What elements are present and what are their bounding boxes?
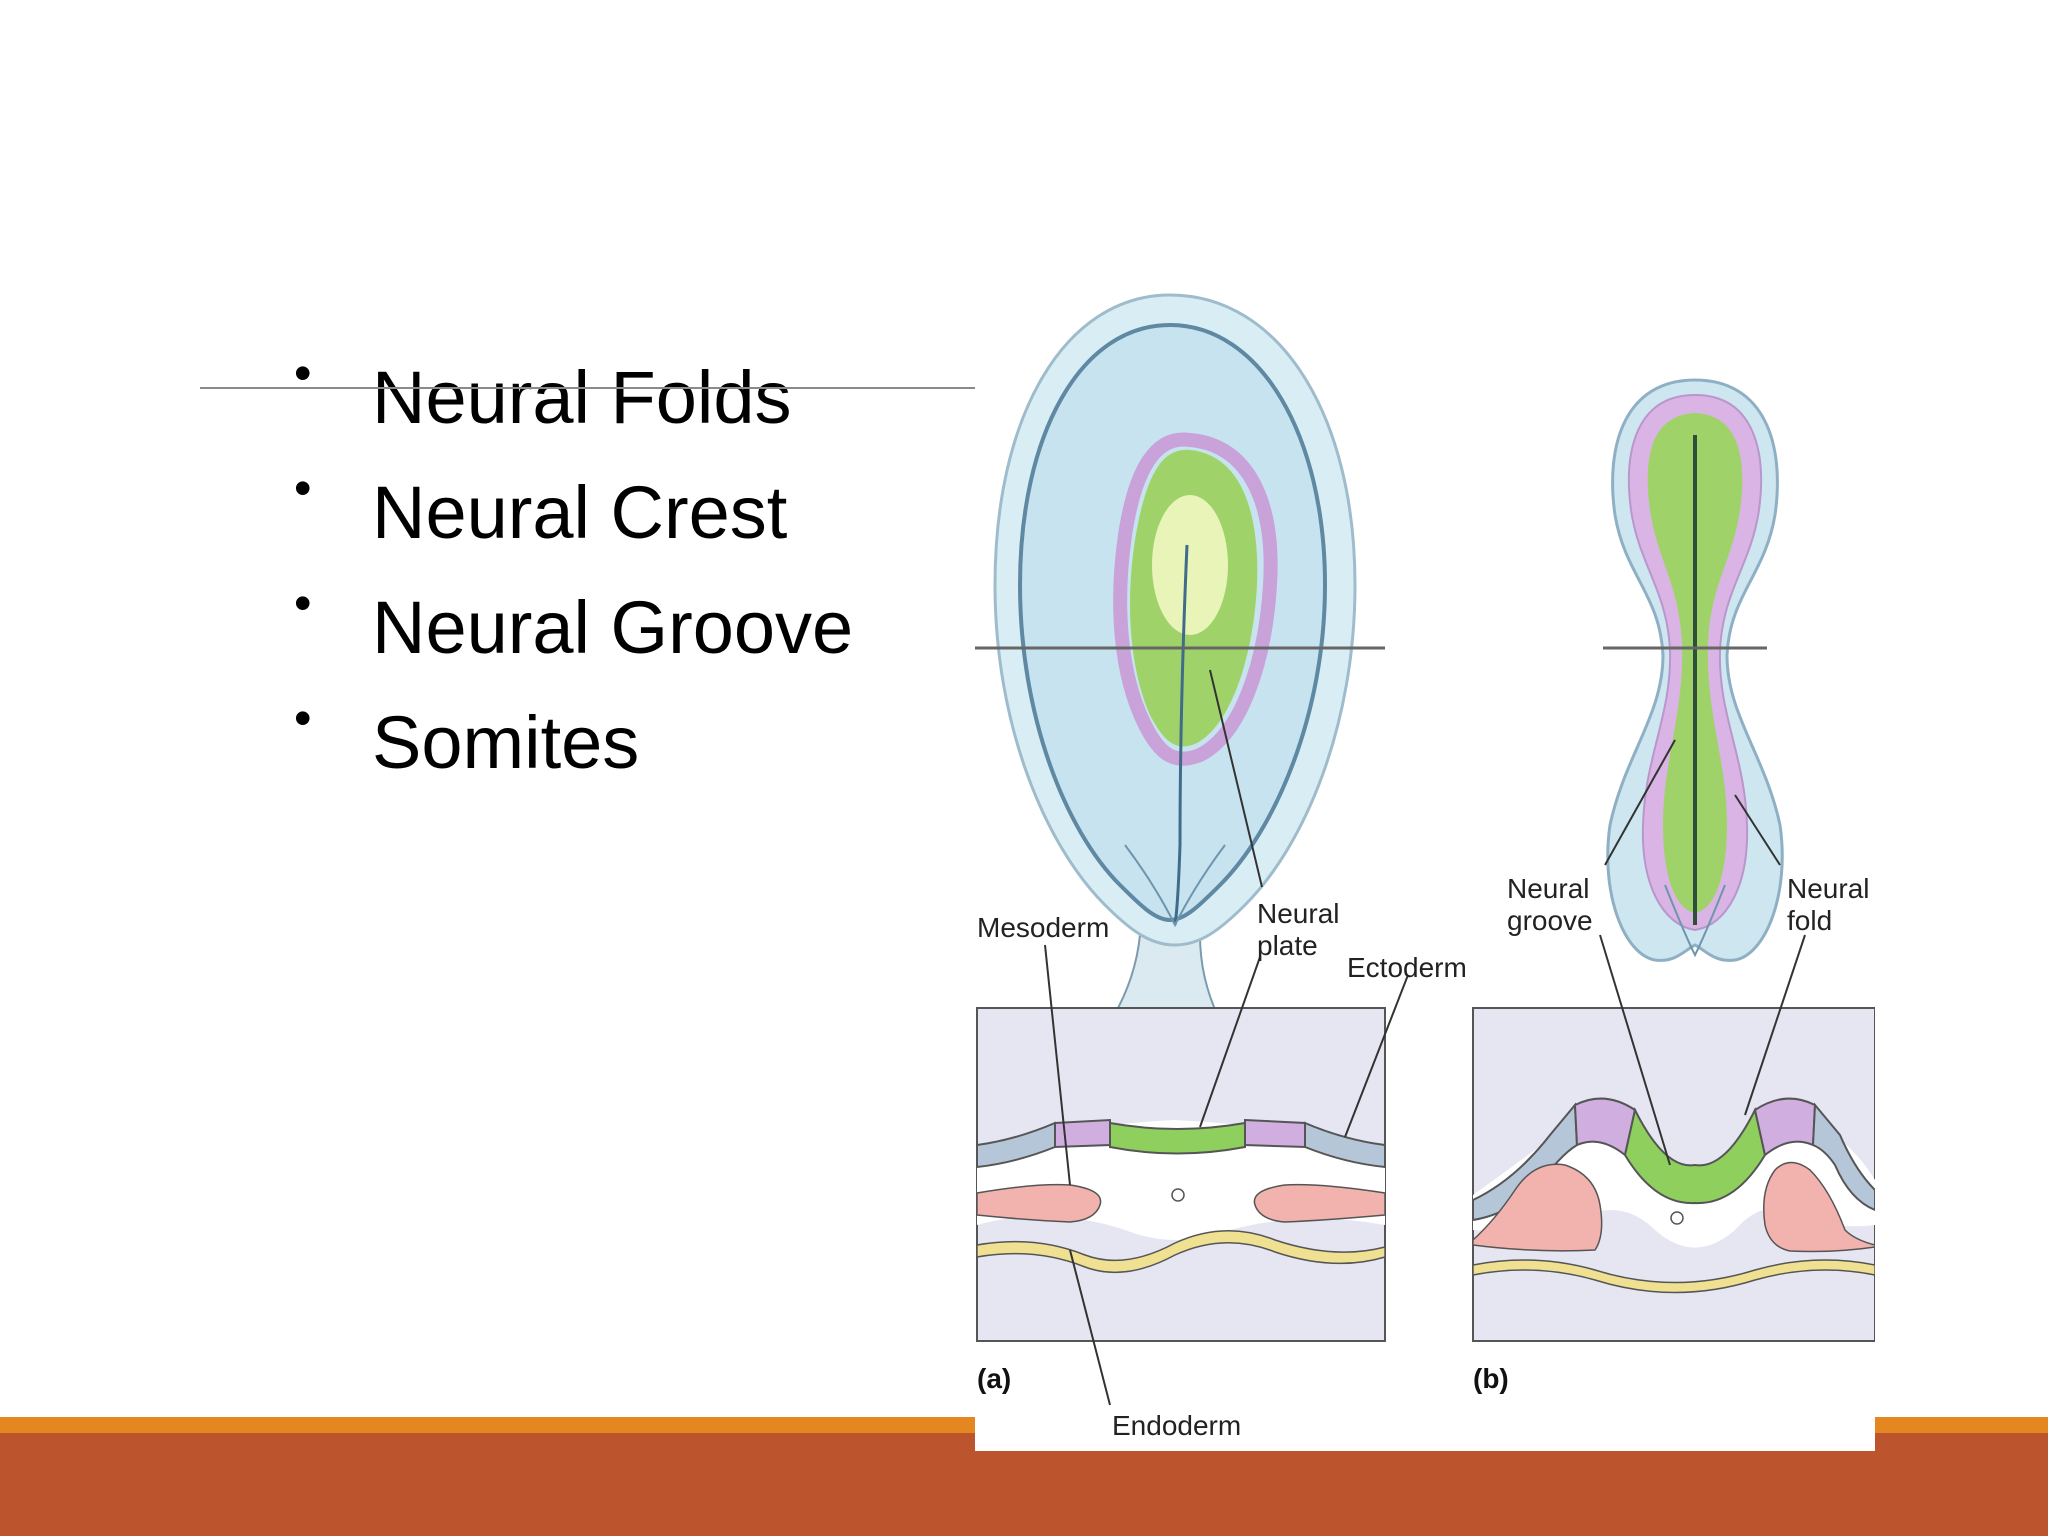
leader-groove-bottom [1599, 934, 1671, 1166]
embryo-a-plate-highlight [1152, 495, 1228, 635]
bullet-list: • Neural Folds • Neural Crest • Neural Groo… [280, 340, 853, 800]
leader-mesoderm [1044, 944, 1071, 1186]
panel-label-a: (a) [977, 1363, 1011, 1394]
leader-fold-bottom [1744, 934, 1806, 1116]
bullet-dot: • [294, 345, 312, 401]
section-a-mesoderm-left [976, 1183, 1102, 1223]
section-b-notochord [1670, 1211, 1684, 1225]
embryo-a-midline [1173, 544, 1189, 926]
label-ectoderm: Ectoderm [1347, 952, 1467, 983]
bullet-text: Somites [372, 701, 640, 784]
leader-endoderm [1069, 1249, 1111, 1406]
bullet-dot: • [294, 460, 312, 516]
bullet-text: Neural Folds [372, 356, 792, 439]
leader-neural-plate-top [1209, 669, 1263, 888]
embryo-b-caudal-fold [1664, 884, 1726, 958]
neurulation-figure: Mesoderm Neural plate Ectoderm Neural gr… [975, 285, 1875, 1451]
bullet-dot: • [294, 575, 312, 631]
embryo-a [993, 293, 1357, 1031]
leader-lines [1044, 669, 1806, 1406]
label-neural-fold-line2: fold [1787, 905, 1832, 936]
label-neural-fold-line1: Neural [1787, 873, 1869, 904]
section-a-ectoderm-right [1304, 1121, 1386, 1169]
label-neural-groove-line1: Neural [1507, 873, 1589, 904]
leader-groove-top [1604, 739, 1676, 866]
bullet-item: • Neural Crest [280, 455, 853, 570]
section-a-crest-right [1244, 1118, 1306, 1149]
neurulation-diagram: Mesoderm Neural plate Ectoderm Neural gr… [975, 293, 1875, 1441]
embryo-b [1606, 378, 1784, 962]
cross-section-b [1472, 1007, 1875, 1342]
bullet-item: • Neural Groove [280, 570, 853, 685]
section-a-notochord [1171, 1188, 1185, 1202]
label-mesoderm: Mesoderm [977, 912, 1109, 943]
cross-section-a [976, 1007, 1386, 1342]
section-b-mesoderm-left [1472, 1163, 1603, 1252]
section-a-endoderm [976, 1229, 1386, 1274]
leader-neural-plate-bottom [1199, 956, 1261, 1128]
bullet-text: Neural Crest [372, 471, 788, 554]
embryo-a-caudal-fold [1124, 844, 1226, 928]
section-a-mesoderm-right [1253, 1183, 1386, 1223]
label-neural-plate-line1: Neural [1257, 898, 1339, 929]
panel-label-b: (b) [1473, 1363, 1509, 1394]
leader-ectoderm [1344, 974, 1409, 1138]
leader-fold-top [1734, 794, 1781, 866]
section-b-endoderm [1472, 1259, 1875, 1294]
label-neural-plate-line2: plate [1257, 930, 1318, 961]
label-neural-groove-line2: groove [1507, 905, 1593, 936]
bullet-item: • Somites [280, 685, 853, 800]
strike-line [200, 387, 975, 389]
bullet-item: • Neural Folds [280, 340, 853, 455]
bullet-text: Neural Groove [372, 586, 854, 669]
embryo-a-crest [1113, 432, 1278, 766]
label-endoderm: Endoderm [1112, 1410, 1241, 1441]
bullet-dot: • [294, 690, 312, 746]
section-a-neural-plate [1109, 1121, 1246, 1155]
section-b-ectoderm-right [1811, 1102, 1875, 1212]
section-b-mesoderm-right [1763, 1161, 1875, 1253]
